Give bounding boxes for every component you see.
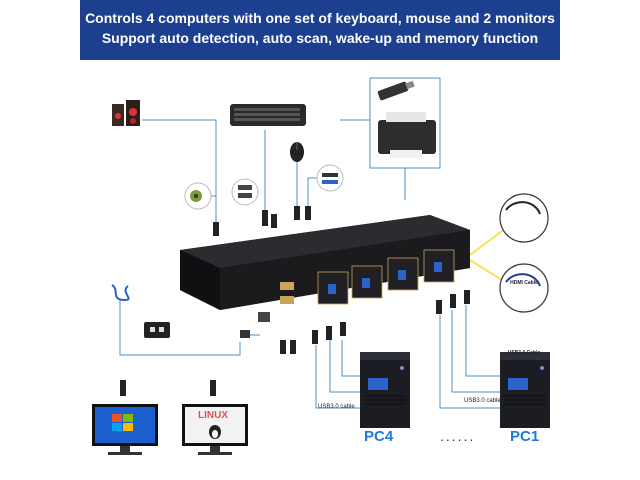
monitor-windows bbox=[92, 404, 158, 455]
kvm-ports bbox=[240, 249, 455, 338]
banner-line-2: Support auto detection, auto scan, wake-… bbox=[101, 30, 539, 46]
ellipsis-dots: ...... bbox=[440, 428, 476, 444]
audio-jack-icon bbox=[184, 182, 212, 210]
printer-icon bbox=[378, 112, 436, 158]
usb-cable-label-right: USB3.0 cable bbox=[464, 398, 501, 404]
wired-remote-icon bbox=[144, 322, 170, 338]
usb-cable-callout bbox=[499, 263, 549, 313]
kvm-connection-diagram bbox=[92, 77, 550, 455]
usb-port-icon-2 bbox=[316, 164, 344, 192]
speaker-icon bbox=[112, 100, 140, 126]
connection-leader-lines bbox=[119, 119, 500, 409]
hdmi-cable-label: HDMI Cable bbox=[510, 280, 538, 286]
mouse-icon bbox=[290, 142, 304, 162]
usb-cable-circle-label: USB3.0 Cable bbox=[507, 350, 541, 356]
keyboard-icon bbox=[230, 104, 306, 126]
bottom-cable-plugs bbox=[120, 290, 470, 396]
usb-cable-label-left: USB3.0 cable bbox=[318, 404, 355, 410]
banner-line-1: Controls 4 computers with one set of key… bbox=[85, 10, 555, 26]
monitor-brand-label: LINUX bbox=[198, 410, 228, 421]
pc-tower-right bbox=[500, 352, 550, 428]
usb-cable-icon bbox=[111, 284, 130, 302]
hdmi-cable-callout bbox=[499, 193, 549, 243]
pc-tower-left bbox=[360, 352, 410, 428]
feature-banner: Controls 4 computers with one set of key… bbox=[80, 0, 560, 60]
pc4-label: PC4 bbox=[364, 428, 394, 445]
usb-port-icon bbox=[231, 178, 259, 206]
pc1-label: PC1 bbox=[510, 428, 540, 445]
monitor-linux bbox=[182, 404, 248, 455]
top-cable-plugs bbox=[213, 206, 311, 236]
